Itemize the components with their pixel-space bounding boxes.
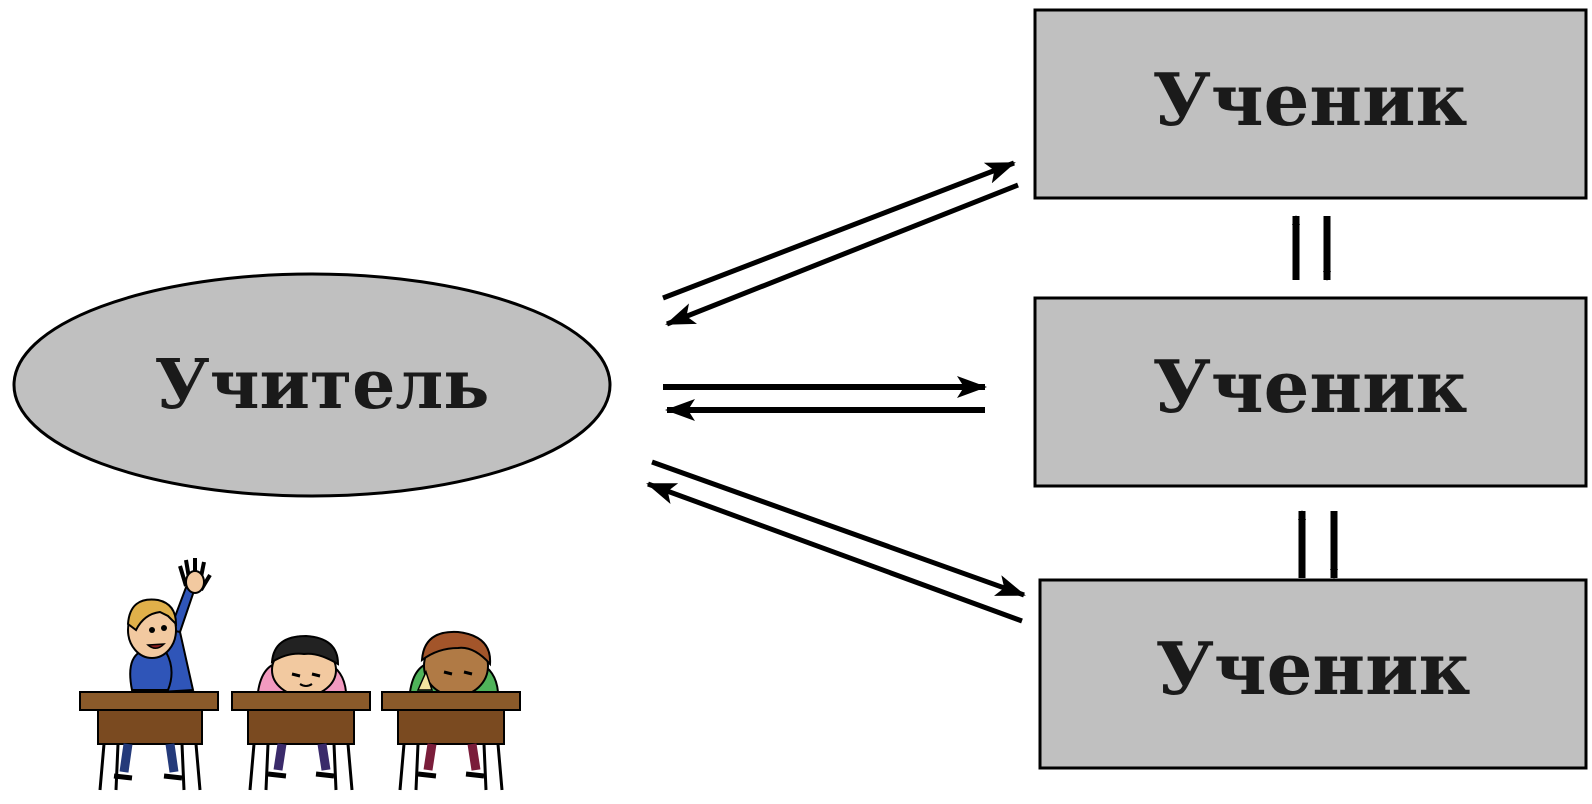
teacher-node: Учитель [12, 272, 612, 498]
student-node-3: Ученик [1038, 578, 1588, 770]
classroom-illustration [79, 558, 521, 791]
pupil-raising-hand-icon [79, 558, 219, 791]
teacher-label: Учитель [155, 345, 490, 425]
pupil-resting-green-icon [381, 630, 521, 791]
arrow-pair-teacher-student-2 [663, 376, 987, 421]
student-label-1: Ученик [1152, 57, 1467, 142]
student-label-3: Ученик [1155, 626, 1470, 711]
arrow-to-student-1 [662, 160, 1016, 301]
arrow-pair-teacher-student-1 [662, 160, 1019, 327]
arrow-to-student-3 [651, 459, 1026, 598]
arrow-pair-student-2-student-3 [1298, 510, 1338, 579]
arrow-pair-student-1-student-2 [1292, 215, 1331, 281]
arrow-from-student-1 [665, 182, 1019, 327]
pupil-resting-pink-icon [231, 634, 371, 791]
arrow-pair-teacher-student-3 [646, 459, 1026, 624]
arrow-from-student-3 [646, 481, 1023, 624]
student-node-1: Ученик [1033, 8, 1588, 200]
student-label-2: Ученик [1152, 344, 1467, 429]
student-node-2: Ученик [1033, 296, 1588, 488]
